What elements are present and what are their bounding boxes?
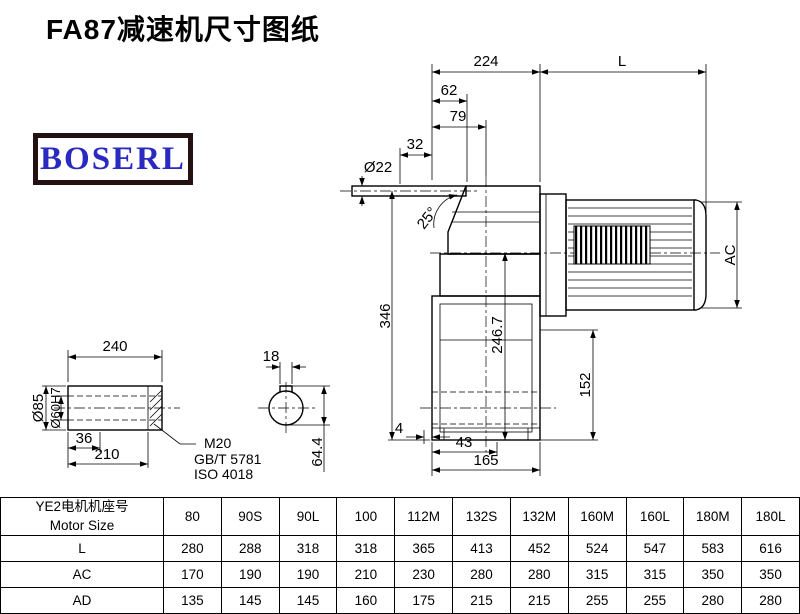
table-col-header: 160M	[567, 497, 627, 536]
table-cell: 452	[509, 535, 569, 562]
table-cell: 190	[220, 561, 280, 588]
row-label: AC	[0, 561, 164, 588]
table-cell: 215	[452, 587, 511, 614]
table-cell: 190	[278, 561, 338, 588]
shaft-side-view: 240 Ø85 Ø60H7 36 210 M20 GB/T 5781 ISO	[30, 338, 262, 482]
table-cell: 280	[509, 561, 569, 588]
row-label: L	[0, 535, 164, 562]
table-cell: 280	[683, 587, 743, 614]
table-col-header: 160L	[625, 497, 685, 536]
dim-165: 165	[473, 452, 498, 469]
dim-346: 346	[377, 303, 394, 328]
dim-dia60: Ø60H7	[48, 387, 63, 428]
table-cell: 145	[278, 587, 338, 614]
table-cell: 280	[741, 587, 800, 614]
table-cell: 215	[509, 587, 569, 614]
page-title: FA87减速机尺寸图纸	[46, 14, 320, 45]
shaft-section-view: 18 64.4	[258, 348, 330, 472]
callout-iso: ISO 4018	[194, 466, 253, 482]
callout-m20: M20	[204, 435, 231, 451]
dim-246-7: 246.7	[489, 316, 506, 354]
motor-size-header-cn: YE2电机机座号	[35, 499, 129, 515]
table-col-header: 90S	[220, 497, 280, 536]
table-cell: 145	[220, 587, 280, 614]
dim-224: 224	[473, 53, 498, 70]
table-cell: 350	[741, 561, 800, 588]
motor-size-header-en: Motor Size	[49, 517, 115, 533]
motor-stator-hatch	[573, 225, 651, 265]
dim-AC: AC	[722, 244, 739, 265]
table-cell: 318	[278, 535, 338, 562]
table-cell: 175	[394, 587, 454, 614]
table-cell: 170	[163, 561, 222, 588]
table-cell: 280	[452, 561, 511, 588]
motor-flange	[539, 193, 567, 317]
table-cell: 315	[567, 561, 627, 588]
table-cell: 547	[625, 535, 685, 562]
table-cell: 583	[683, 535, 743, 562]
logo-text: BOSERL	[40, 140, 186, 177]
boserl-logo: BOSERL	[33, 133, 193, 185]
table-cell: 135	[163, 587, 222, 614]
table-cell: 315	[625, 561, 685, 588]
main-view: 25° 224 L 62 79 32 Ø22	[340, 53, 742, 476]
motor-size-table: YE2电机机座号 Motor Size 80 90S 90L 100 112M …	[0, 497, 800, 614]
table-col-header: 80	[163, 497, 222, 536]
dim-79: 79	[450, 108, 467, 125]
table-cell: 255	[625, 587, 685, 614]
table-cell: 230	[394, 561, 454, 588]
table-col-header: 132M	[509, 497, 569, 536]
table-cell: 524	[567, 535, 627, 562]
table-cell: 413	[452, 535, 511, 562]
table-cell: 255	[567, 587, 627, 614]
dim-dia22: Ø22	[364, 159, 392, 176]
dim-angle-25: 25°	[414, 204, 441, 232]
dim-4: 4	[395, 420, 403, 437]
table-col-header: 180L	[741, 497, 800, 536]
dim-36: 36	[76, 430, 93, 447]
table-cell: 350	[683, 561, 743, 588]
callout-gb: GB/T 5781	[194, 451, 262, 467]
row-label: AD	[0, 587, 164, 614]
table-row-AC: AC 170 190 190 210 230 280 280 315 315 3…	[0, 561, 800, 588]
table-cell: 160	[336, 587, 396, 614]
technical-drawing: 25° 224 L 62 79 32 Ø22	[30, 53, 742, 482]
dim-43: 43	[456, 434, 473, 451]
dim-L: L	[618, 53, 626, 70]
table-col-header: 90L	[278, 497, 338, 536]
table-cell: 280	[163, 535, 222, 562]
dim-240: 240	[102, 338, 127, 355]
table-cell: 365	[394, 535, 454, 562]
dim-64-4: 64.4	[309, 437, 326, 466]
table-col-header: 180M	[683, 497, 743, 536]
table-header-row: YE2电机机座号 Motor Size 80 90S 90L 100 112M …	[0, 497, 800, 536]
motor-size-header: YE2电机机座号 Motor Size	[0, 497, 164, 536]
table-cell: 210	[336, 561, 396, 588]
dim-32: 32	[407, 136, 424, 153]
dim-dia85: Ø85	[30, 394, 47, 422]
table-cell: 318	[336, 535, 396, 562]
gearbox-mid-housing	[439, 253, 541, 297]
motor-fan-cover	[694, 199, 707, 311]
dim-152: 152	[577, 372, 594, 397]
table-col-header: 112M	[394, 497, 454, 536]
table-row-AD: AD 135 145 145 160 175 215 215 255 255 2…	[0, 587, 800, 614]
dim-62: 62	[441, 82, 458, 99]
table-row-L: L 280 288 318 318 365 413 452 524 547 58…	[0, 535, 800, 562]
table-cell: 288	[220, 535, 280, 562]
table-cell: 616	[741, 535, 800, 562]
table-col-header: 100	[336, 497, 396, 536]
dim-18: 18	[263, 348, 280, 365]
dim-210: 210	[94, 446, 119, 463]
table-col-header: 132S	[452, 497, 511, 536]
